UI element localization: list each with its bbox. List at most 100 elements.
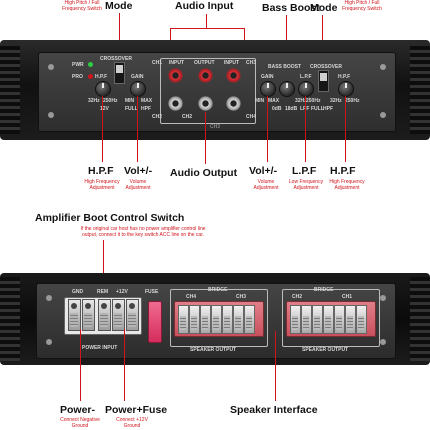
spk-ch4-label: CH4: [186, 294, 197, 300]
mode-left-switch[interactable]: [114, 62, 125, 84]
power-minus-line: [80, 329, 81, 401]
audio-output-callout: Audio Output: [170, 167, 238, 179]
speaker-terminal[interactable]: [200, 305, 211, 334]
spk-bridge-label: BRIDGE: [208, 287, 228, 293]
min-label: MIN: [125, 98, 135, 104]
lpf-sub: Low Frequency Adjustment: [288, 179, 324, 191]
v12-terminal[interactable]: [112, 299, 125, 331]
rem-terminal[interactable]: [98, 299, 111, 331]
speaker-interface-line: [275, 331, 276, 401]
hpf-small-label: HPF: [141, 106, 151, 112]
vol-left-line: [137, 96, 138, 162]
top-amplifier-diagram: Mode High Pitch / Full Frequency Switch …: [0, 0, 430, 200]
rca-output-ch2-jack[interactable]: [198, 96, 213, 111]
db0-label: 0dB: [272, 106, 282, 112]
speaker-output-left-label: SPEAKER OUTPUT: [190, 347, 237, 353]
pwr-label: PWR: [72, 62, 84, 68]
speaker-right-frame: [282, 289, 380, 347]
rca-input-ch1-jack[interactable]: [168, 68, 183, 83]
speaker-terminal[interactable]: [345, 305, 356, 334]
gnd-terminal-2[interactable]: [82, 299, 95, 331]
speaker-terminal[interactable]: [211, 305, 222, 334]
speaker-terminal[interactable]: [178, 305, 189, 334]
audio-input-callout: Audio Input: [175, 0, 234, 12]
rca-input-ch3-jack[interactable]: [226, 68, 241, 83]
speaker-terminal[interactable]: [189, 305, 200, 334]
lpf-callout: L.P.F: [292, 165, 317, 177]
speaker-terminal[interactable]: [290, 305, 301, 334]
power-input-label: POWER INPUT: [82, 345, 118, 351]
speaker-terminal[interactable]: [233, 305, 244, 334]
top-fin-right: [410, 46, 430, 134]
crossover-label: CROSSOVER: [100, 56, 132, 62]
speaker-terminal[interactable]: [222, 305, 233, 334]
fuse-icon[interactable]: [148, 301, 162, 343]
spk-bridge2-label: BRIDGE: [314, 287, 334, 293]
power-minus-callout: Power-: [60, 404, 96, 416]
hpf-right-knob[interactable]: [338, 81, 354, 97]
screw-icon: [48, 64, 54, 70]
hpf-right-sub: High Frequency Adjustment: [329, 179, 365, 191]
rca-input-ch2-jack[interactable]: [168, 96, 183, 111]
spk-ch1-label: CH1: [342, 294, 353, 300]
pro-label: PRO: [72, 74, 83, 80]
audio-input-line-h: [170, 28, 245, 29]
vol-left-sub: Volume Adjustment: [125, 179, 151, 191]
bass-boost-label: BASS BOOST: [268, 64, 302, 70]
vol-right-sub: Volume Adjustment: [253, 179, 279, 191]
hpf-left-line: [102, 96, 103, 162]
hpf-left-sub: High Frequency Adjustment: [84, 179, 120, 191]
mode-right-line: [322, 15, 323, 63]
hz250-label: 250Hz: [103, 98, 118, 104]
hz250b-label: 250Hz: [306, 98, 321, 104]
ch1-label: CH1: [152, 60, 163, 66]
rem-label: REM: [97, 289, 109, 295]
gain-right-knob[interactable]: [260, 81, 276, 97]
speaker-terminal[interactable]: [312, 305, 323, 334]
vol-left-callout: Vol+/-: [124, 165, 153, 177]
speaker-terminal[interactable]: [244, 305, 255, 334]
crossover2-label: CROSSOVER: [310, 64, 342, 70]
power-fuse-line: [124, 329, 125, 401]
hpf-left-knob[interactable]: [95, 81, 111, 97]
vol-right-callout: Vol+/-: [249, 165, 278, 177]
max-label: MAX: [141, 98, 153, 104]
spk-ch3-label: CH3: [236, 294, 247, 300]
lpf-knob[interactable]: [298, 81, 314, 97]
mode-right-switch[interactable]: [318, 70, 329, 92]
max2-label: MAX: [268, 98, 280, 104]
speaker-interface-callout: Speaker Interface: [230, 404, 318, 416]
screw-icon: [380, 64, 386, 70]
speaker-terminal[interactable]: [356, 305, 367, 334]
ch3-label: CH3: [246, 60, 257, 66]
power-minus-sub: Connect Negative Ground: [60, 417, 100, 429]
boot-switch-title: Amplifier Boot Control Switch: [35, 212, 185, 224]
rca-output-ch1-jack[interactable]: [198, 68, 213, 83]
speaker-terminal[interactable]: [323, 305, 334, 334]
hpf2-label: H.P.F: [338, 74, 351, 80]
hpf-left-callout: H.P.F: [88, 165, 114, 177]
input2-label: INPUT: [224, 60, 239, 66]
v12-label: 12V: [100, 106, 109, 112]
top-fin-left: [0, 46, 20, 134]
mode-right-callout: Mode: [310, 2, 338, 14]
fuse-label: FUSE: [145, 289, 159, 295]
bass-boost-knob[interactable]: [279, 81, 295, 97]
gain-left-knob[interactable]: [130, 81, 146, 97]
lpf-small-label: LPF: [300, 106, 309, 112]
ch-bottom-label: CH3: [210, 124, 221, 130]
screw-icon: [46, 295, 52, 301]
bottom-amplifier-diagram: GND REM +12V POWER INPUT FUSE CH4 BRIDGE…: [0, 265, 430, 430]
gnd-terminal[interactable]: [68, 299, 81, 331]
speaker-terminal-block-left: [174, 301, 264, 337]
output-label: OUTPUT: [194, 60, 215, 66]
speaker-terminal[interactable]: [334, 305, 345, 334]
speaker-terminal[interactable]: [301, 305, 312, 334]
boot-switch-note: If the original car host has no power am…: [80, 226, 206, 238]
bottom-fin-left: [0, 277, 20, 361]
screw-icon: [48, 112, 54, 118]
rca-input-ch4-jack[interactable]: [226, 96, 241, 111]
input-label: INPUT: [169, 60, 184, 66]
hpf-right-line: [345, 96, 346, 162]
v12-terminal-2[interactable]: [126, 299, 139, 331]
